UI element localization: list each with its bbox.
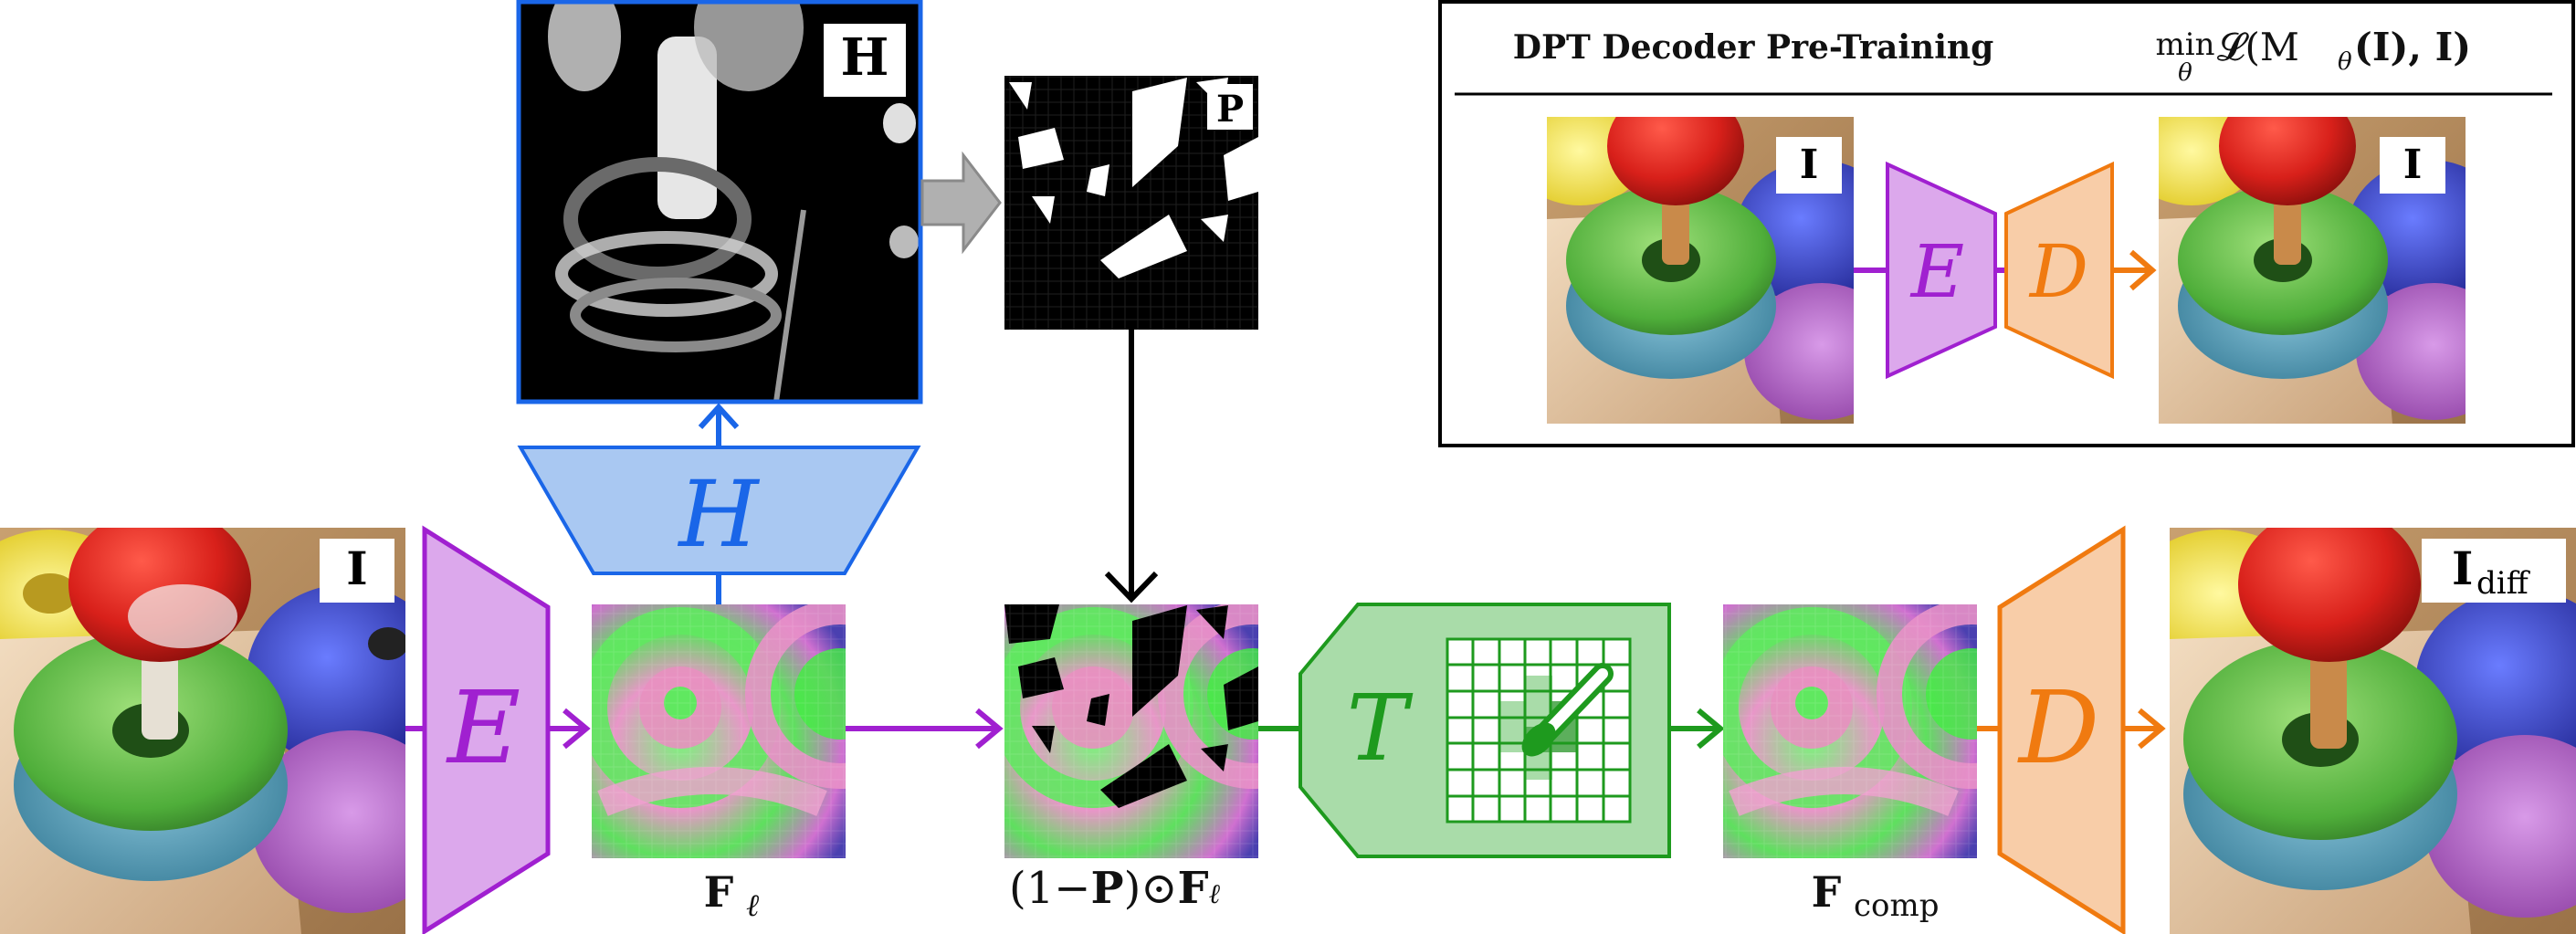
input-image [0,528,405,934]
mask-map [1004,76,1258,330]
encoder-main [422,525,551,934]
inpainting-grid-icon [1446,637,1632,824]
inset-output-image [2159,117,2466,424]
input-image-label: I [346,541,367,595]
arrow-encoder-to-features [548,708,591,750]
masked-caption-sub: ℓ [1208,878,1221,910]
features-caption-sub: ℓ [746,887,759,924]
inset-title: DPT Decoder Pre-Training [1513,28,1994,67]
arrow-decoder-to-output [2123,708,2166,750]
features-caption-main: F [704,867,734,917]
arrow-features-to-masked [846,708,1004,750]
inset-input-image [1547,117,1854,424]
features-map [592,604,846,858]
inset-arrow-decoder-to-output [2112,249,2157,291]
inset-formula-theta: θ [2178,59,2192,87]
comp-caption-main: F [1812,867,1842,917]
inset-output-label: I [2403,142,2423,188]
comp-features-map [1723,604,1977,858]
masked-features-map [1004,604,1258,858]
heat-map [516,0,923,404]
inset-input-label: I [1800,142,1819,188]
inset-encoder [1886,161,1997,380]
inset-encoder-label: E [1909,229,1964,314]
inset-formula-min: min [2155,26,2214,63]
masked-caption-mask: P [1090,863,1124,914]
heat-head-label: H [677,461,760,568]
masked-caption-prefix: (1− [1009,863,1091,914]
heat-head [517,446,921,575]
brush-icon [1521,663,1614,757]
arrow-transformer-to-comp [1669,708,1725,750]
masked-features-caption: (1−P)⊙Fℓ [1009,863,1220,914]
comp-caption-sub: comp [1854,887,1940,924]
decoder-label: D [2017,669,2099,786]
mask-label: P [1216,88,1244,131]
inset-formula-body: 𝓛(M [2217,25,2299,69]
arrow-heatmap-to-mask [920,151,1002,255]
heat-map-label: H [841,27,889,88]
inset-formula-rest: (I), I) [2354,25,2471,69]
output-image-label-main: I [2452,541,2473,595]
encoder-label: E [446,669,520,786]
output-image [2170,528,2576,934]
masked-caption-f: F [1177,863,1209,914]
arrow-mask-to-masked-features [1104,330,1159,603]
inset-decoder [2004,161,2114,380]
inset-formula-theta-sub: θ [2338,48,2352,76]
inset-decoder-label: D [2028,229,2088,314]
decoder-main [1997,525,2126,934]
transformer-label: T [1347,675,1414,782]
masked-caption-odot: )⊙ [1123,863,1178,914]
arrow-head-to-heatmap [698,403,740,447]
output-image-label-sub: diff [2476,565,2531,602]
